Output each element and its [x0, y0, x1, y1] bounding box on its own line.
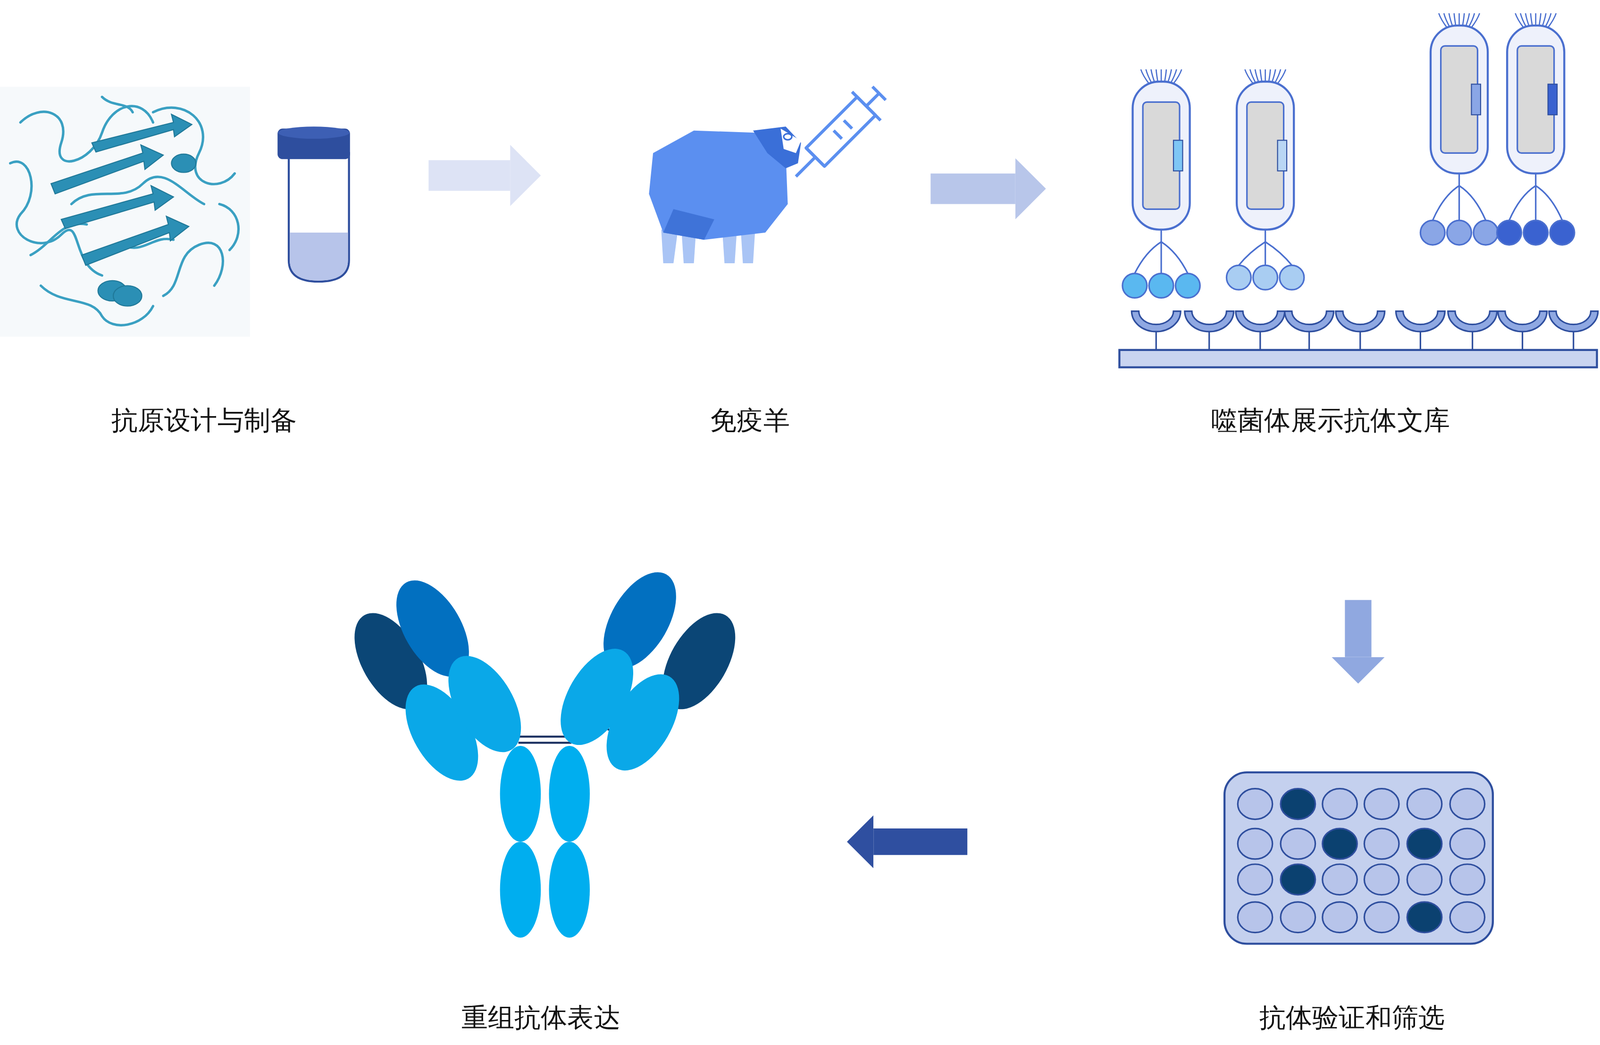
step-caption: 重组抗体表达	[336, 1002, 746, 1033]
flow-arrow	[1344, 600, 1372, 658]
antibody	[339, 560, 751, 938]
receptor-plate	[1119, 311, 1598, 368]
process-step: 重组抗体表达	[336, 561, 746, 1041]
flow-arrow	[428, 160, 511, 192]
protein-structure	[0, 86, 251, 337]
process-step: 抗原设计与制备	[0, 81, 409, 444]
process-step: 抗体验证和筛选	[1173, 714, 1531, 1041]
step-caption: 抗体验证和筛选	[1173, 1002, 1531, 1033]
protein-ribbon	[50, 114, 196, 307]
process-step: 噬菌体展示抗体文库	[1061, 10, 1600, 444]
flow-arrow	[873, 828, 968, 855]
sample-tube	[277, 126, 351, 282]
well-plate	[1224, 772, 1493, 944]
syringe	[795, 86, 886, 177]
phage	[1497, 13, 1575, 245]
flow-arrow	[930, 173, 1015, 205]
phage	[1226, 69, 1304, 290]
phage	[1420, 13, 1498, 245]
phage-library	[1122, 13, 1575, 298]
process-step: 免疫羊	[591, 61, 908, 444]
step-caption: 抗原设计与制备	[0, 405, 409, 436]
sheep	[648, 126, 801, 264]
step-caption: 噬菌体展示抗体文库	[1061, 405, 1600, 436]
step-caption: 免疫羊	[591, 405, 908, 436]
phage	[1122, 69, 1200, 298]
